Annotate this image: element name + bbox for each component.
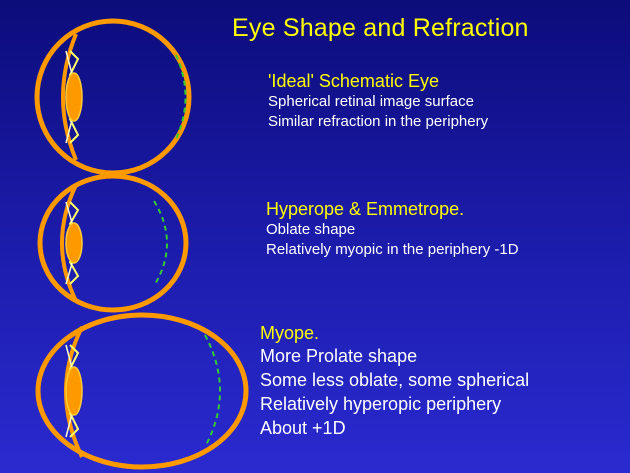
- ideal-eye-section: 'Ideal' Schematic Eye Spherical retinal …: [268, 70, 488, 132]
- prolate-eye-diagram: [30, 305, 250, 473]
- crystalline-lens: [66, 73, 82, 121]
- hyperope-section: Hyperope & Emmetrope. Oblate shape Relat…: [266, 198, 519, 260]
- section-line: Spherical retinal image surface: [268, 92, 488, 112]
- eye-globe-outline: [37, 21, 189, 173]
- spherical-eye-diagram: [30, 15, 200, 185]
- section-line: Relatively myopic in the periphery -1D: [266, 240, 519, 260]
- myope-section: Myope. More Prolate shape Some less obla…: [260, 322, 529, 440]
- section-heading: 'Ideal' Schematic Eye: [268, 70, 488, 92]
- retina-dashed-arc: [205, 335, 220, 447]
- section-line: Relatively hyperopic periphery: [260, 392, 529, 416]
- crystalline-lens: [66, 223, 82, 263]
- section-heading: Myope.: [260, 322, 529, 344]
- section-line: About +1D: [260, 416, 529, 440]
- retina-dashed-arc: [154, 201, 167, 286]
- section-line: More Prolate shape: [260, 344, 529, 368]
- section-line: Similar refraction in the periphery: [268, 112, 488, 132]
- section-line: Oblate shape: [266, 220, 519, 240]
- slide-title: Eye Shape and Refraction: [232, 14, 529, 43]
- section-line: Some less oblate, some spherical: [260, 368, 529, 392]
- crystalline-lens: [66, 367, 82, 415]
- section-heading: Hyperope & Emmetrope.: [266, 198, 519, 220]
